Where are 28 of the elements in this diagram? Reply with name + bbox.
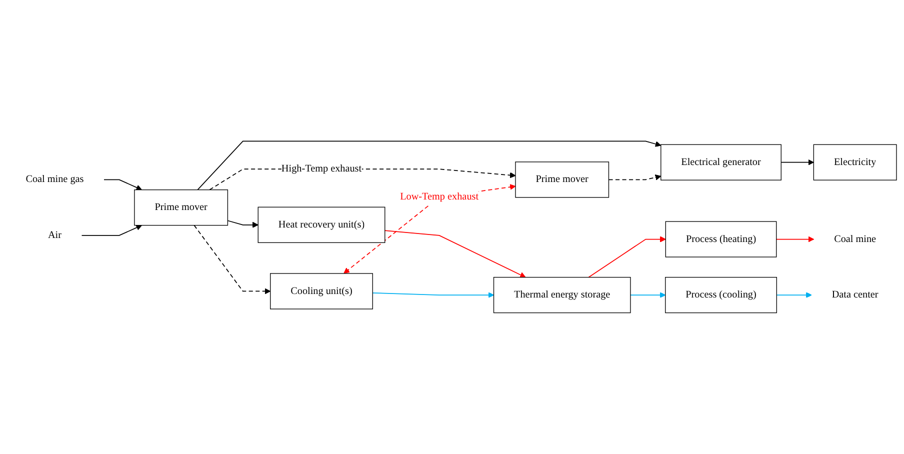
arrow bbox=[384, 230, 526, 278]
edge-label: High-Temp exhaust bbox=[281, 164, 362, 174]
arrow bbox=[780, 159, 814, 166]
node-text: Coal mine bbox=[834, 234, 876, 244]
node-box: Process (heating) bbox=[665, 221, 777, 258]
node-box: Electricity bbox=[813, 144, 897, 180]
node-box: Prime mover bbox=[515, 162, 610, 198]
node-box: Cooling unit(s) bbox=[270, 273, 373, 310]
arrow bbox=[104, 179, 142, 190]
arrow bbox=[227, 220, 258, 228]
node-text: Data center bbox=[832, 289, 878, 300]
arrow bbox=[776, 236, 814, 242]
node-box: Heat recovery unit(s) bbox=[258, 206, 386, 243]
arrow bbox=[776, 292, 812, 298]
edge-label: Low-Temp exhaust bbox=[400, 191, 479, 202]
node-text: Air bbox=[48, 230, 62, 241]
arrow bbox=[588, 236, 666, 278]
arrow bbox=[194, 224, 271, 294]
arrow bbox=[81, 224, 142, 236]
node-box: Thermal energy storage bbox=[493, 276, 631, 314]
arrow bbox=[344, 184, 516, 274]
node-box: Process (cooling) bbox=[665, 276, 777, 314]
node-box: Electrical generator bbox=[660, 144, 782, 180]
arrow bbox=[608, 174, 662, 180]
node-text: Coal mine gas bbox=[26, 174, 84, 185]
node-box: Prime mover bbox=[134, 189, 228, 226]
arrow bbox=[630, 292, 666, 298]
arrow bbox=[372, 292, 494, 298]
